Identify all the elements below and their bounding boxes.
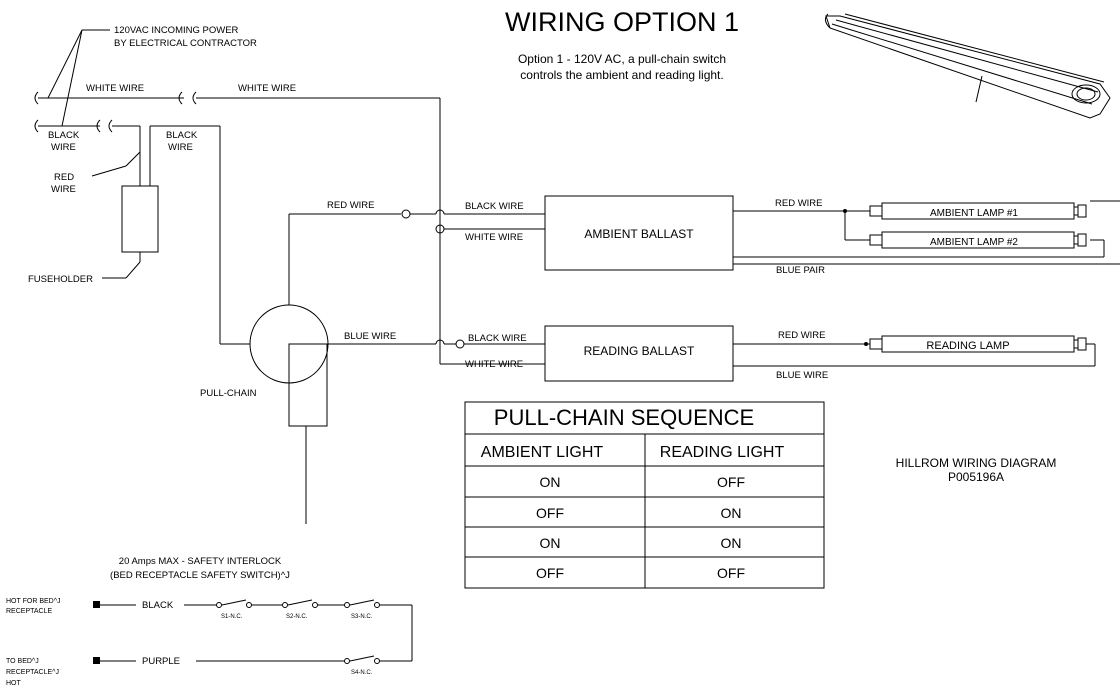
blue-pair-label: BLUE PAIR xyxy=(776,265,825,276)
black-wire-label-2: BLACK WIRE xyxy=(468,333,527,344)
black-label-right: BLACK xyxy=(166,130,198,141)
black-label-left: BLACK xyxy=(48,130,80,141)
diagram-title: WIRING OPTION 1 xyxy=(505,7,739,37)
ambient-lamp-1-label: AMBIENT LAMP #1 xyxy=(930,208,1018,219)
red-wire-label-2: RED WIRE xyxy=(775,198,823,209)
blue-wire-switch xyxy=(328,339,545,365)
purple-wire-interlock-label: PURPLE xyxy=(142,656,180,667)
incoming-power-label-1: 120VAC INCOMING POWER xyxy=(114,25,239,36)
blue-wire-label-1: BLUE WIRE xyxy=(344,331,396,342)
white-wire-main xyxy=(34,91,441,364)
incoming-power-leaders xyxy=(47,29,110,127)
to-label-2: RECEPTACLE^J xyxy=(6,669,59,676)
wire-label-left: WIRE xyxy=(51,142,76,153)
reading-lamp-label: READING LAMP xyxy=(926,340,1009,352)
fuseholder-label: FUSEHOLDER xyxy=(28,274,93,285)
sequence-table: PULL-CHAIN SEQUENCE AMBIENT LIGHT READIN… xyxy=(464,401,825,589)
fuseholder xyxy=(121,185,159,253)
diagram-id-line-2: P005196A xyxy=(948,470,1004,484)
pull-chain-label: PULL-CHAIN xyxy=(200,388,257,399)
ambient-lamp-1 xyxy=(869,202,1087,220)
to-label-1: TO BED^J xyxy=(6,658,39,665)
ambient-ballast xyxy=(544,195,734,271)
hot-label-2: RECEPTACLE xyxy=(6,608,52,615)
ambient-output-wires xyxy=(733,200,1120,265)
switch-s3-label: S3-N.C. xyxy=(351,614,373,620)
splice-blue xyxy=(455,339,465,349)
hot-terminal xyxy=(93,601,100,608)
table-title: PULL-CHAIN SEQUENCE xyxy=(494,405,754,430)
switch-s4-label: S4-N.C. xyxy=(351,670,373,676)
diagram-id-line-1: HILLROM WIRING DIAGRAM xyxy=(896,456,1057,470)
junction-dot-reading xyxy=(864,342,868,346)
black-wire-to-switch xyxy=(149,125,250,345)
black-wire-interlock-label: BLACK xyxy=(142,600,174,611)
pull-chain-housing xyxy=(288,343,328,427)
hot-label-1: HOT FOR BED^J xyxy=(6,598,61,605)
red-wire-switch xyxy=(288,209,545,305)
interlock-heading-1: 20 Amps MAX - SAFETY INTERLOCK xyxy=(119,556,282,567)
table-header-reading: READING LIGHT xyxy=(660,444,785,461)
reading-output-wires xyxy=(733,343,1096,367)
reading-lamp xyxy=(869,335,1087,353)
table-cell: ON xyxy=(721,505,742,521)
red-label: RED xyxy=(54,172,74,183)
junction-dot xyxy=(843,209,847,213)
white-wire-label-4: WHITE WIRE xyxy=(465,359,523,370)
interlock-heading-2: (BED RECEPTACLE SAFETY SWITCH)^J xyxy=(110,570,290,581)
light-fixture-illustration xyxy=(824,13,1111,119)
table-cell: OFF xyxy=(536,505,564,521)
blue-wire-label-2: BLUE WIRE xyxy=(776,370,828,381)
splice-red xyxy=(401,209,411,219)
switch-s1-label: S1-N.C. xyxy=(221,614,243,620)
table-header-ambient: AMBIENT LIGHT xyxy=(481,444,604,461)
table-cell: ON xyxy=(540,474,561,490)
interlock-wiring xyxy=(100,599,413,664)
fuseholder-leader xyxy=(102,252,141,279)
table-cell: OFF xyxy=(536,565,564,581)
splice-white-1 xyxy=(435,224,445,234)
to-terminal xyxy=(93,657,100,664)
switch-s2-label: S2-N.C. xyxy=(286,614,308,620)
red-wire-label-1: RED WIRE xyxy=(327,200,375,211)
ambient-lamp-2-label: AMBIENT LAMP #2 xyxy=(930,237,1018,248)
white-wire-label-3: WHITE WIRE xyxy=(465,232,523,243)
ambient-lamp-2 xyxy=(869,231,1087,249)
wire-label-right: WIRE xyxy=(168,142,193,153)
reading-ballast-label: READING BALLAST xyxy=(584,344,695,358)
red-wire-label-3: RED WIRE xyxy=(778,330,826,341)
table-cell: ON xyxy=(540,535,561,551)
table-cell: OFF xyxy=(717,474,745,490)
white-wire-label-1: WHITE WIRE xyxy=(86,83,144,94)
wire-label-red: WIRE xyxy=(51,184,76,195)
black-wire-incoming xyxy=(34,119,141,186)
table-cell: OFF xyxy=(717,565,745,581)
incoming-power-label-2: BY ELECTRICAL CONTRACTOR xyxy=(114,38,257,49)
black-wire-label-1: BLACK WIRE xyxy=(465,201,524,212)
ambient-ballast-label: AMBIENT BALLAST xyxy=(584,227,694,241)
to-label-3: HOT xyxy=(6,680,22,687)
subtitle-line-1: Option 1 - 120V AC, a pull-chain switch xyxy=(518,52,726,66)
table-cell: ON xyxy=(721,535,742,551)
subtitle-line-2: controls the ambient and reading light. xyxy=(520,68,723,82)
white-wire-label-2: WHITE WIRE xyxy=(238,83,296,94)
reading-ballast xyxy=(544,325,734,382)
